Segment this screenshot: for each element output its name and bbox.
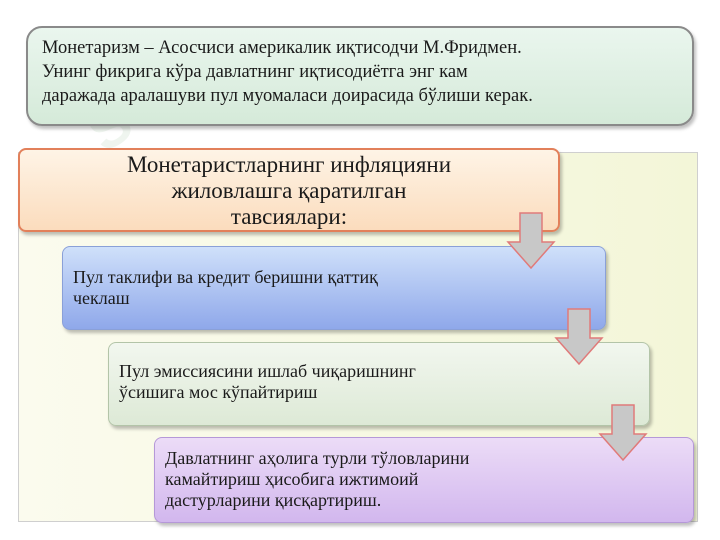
arrow-shape xyxy=(598,404,648,462)
title-line: Монетаристларнинг инфляцияни xyxy=(126,152,452,177)
arrow-shape xyxy=(506,212,556,270)
step-credit-limit: Пул таклифи ва кредит беришни қаттиқ чек… xyxy=(62,246,606,330)
arrow-down-icon xyxy=(598,404,648,462)
step-line: ўсишига мос кўпайтириш xyxy=(119,382,318,402)
arrow-shape xyxy=(554,308,604,366)
step-line: камайтириш ҳисобига ижтимоий xyxy=(165,469,419,489)
arrow-down-icon xyxy=(506,212,556,270)
title-line: тавсиялари: xyxy=(230,204,348,229)
definition-box: Монетаризм – Асосчиси америкалик иқтисод… xyxy=(26,26,694,126)
definition-line: Унинг фикрига кўра давлатнинг иқтисодиёт… xyxy=(42,62,468,82)
step-line: чеклаш xyxy=(73,288,130,308)
step-money-emission: Пул эмиссиясини ишлаб чиқаришнинг ўсишиг… xyxy=(108,342,650,426)
recommendations-title: Монетаристларнинг инфляцияни жиловлашга … xyxy=(18,148,560,232)
definition-line: даражада аралашуви пул муомаласи доираси… xyxy=(42,86,533,106)
step-social-programs: Давлатнинг аҳолига турли тўловларини кам… xyxy=(154,437,694,523)
step-line: Пул таклифи ва кредит беришни қаттиқ xyxy=(73,267,378,287)
arrow-down-icon xyxy=(554,308,604,366)
definition-line: Монетаризм – Асосчиси америкалик иқтисод… xyxy=(42,38,522,58)
title-line: жиловлашга қаратилган xyxy=(171,178,407,203)
step-line: Пул эмиссиясини ишлаб чиқаришнинг xyxy=(119,361,416,381)
step-line: Давлатнинг аҳолига турли тўловларини xyxy=(165,448,470,468)
step-line: дастурларини қисқартириш. xyxy=(165,490,382,510)
